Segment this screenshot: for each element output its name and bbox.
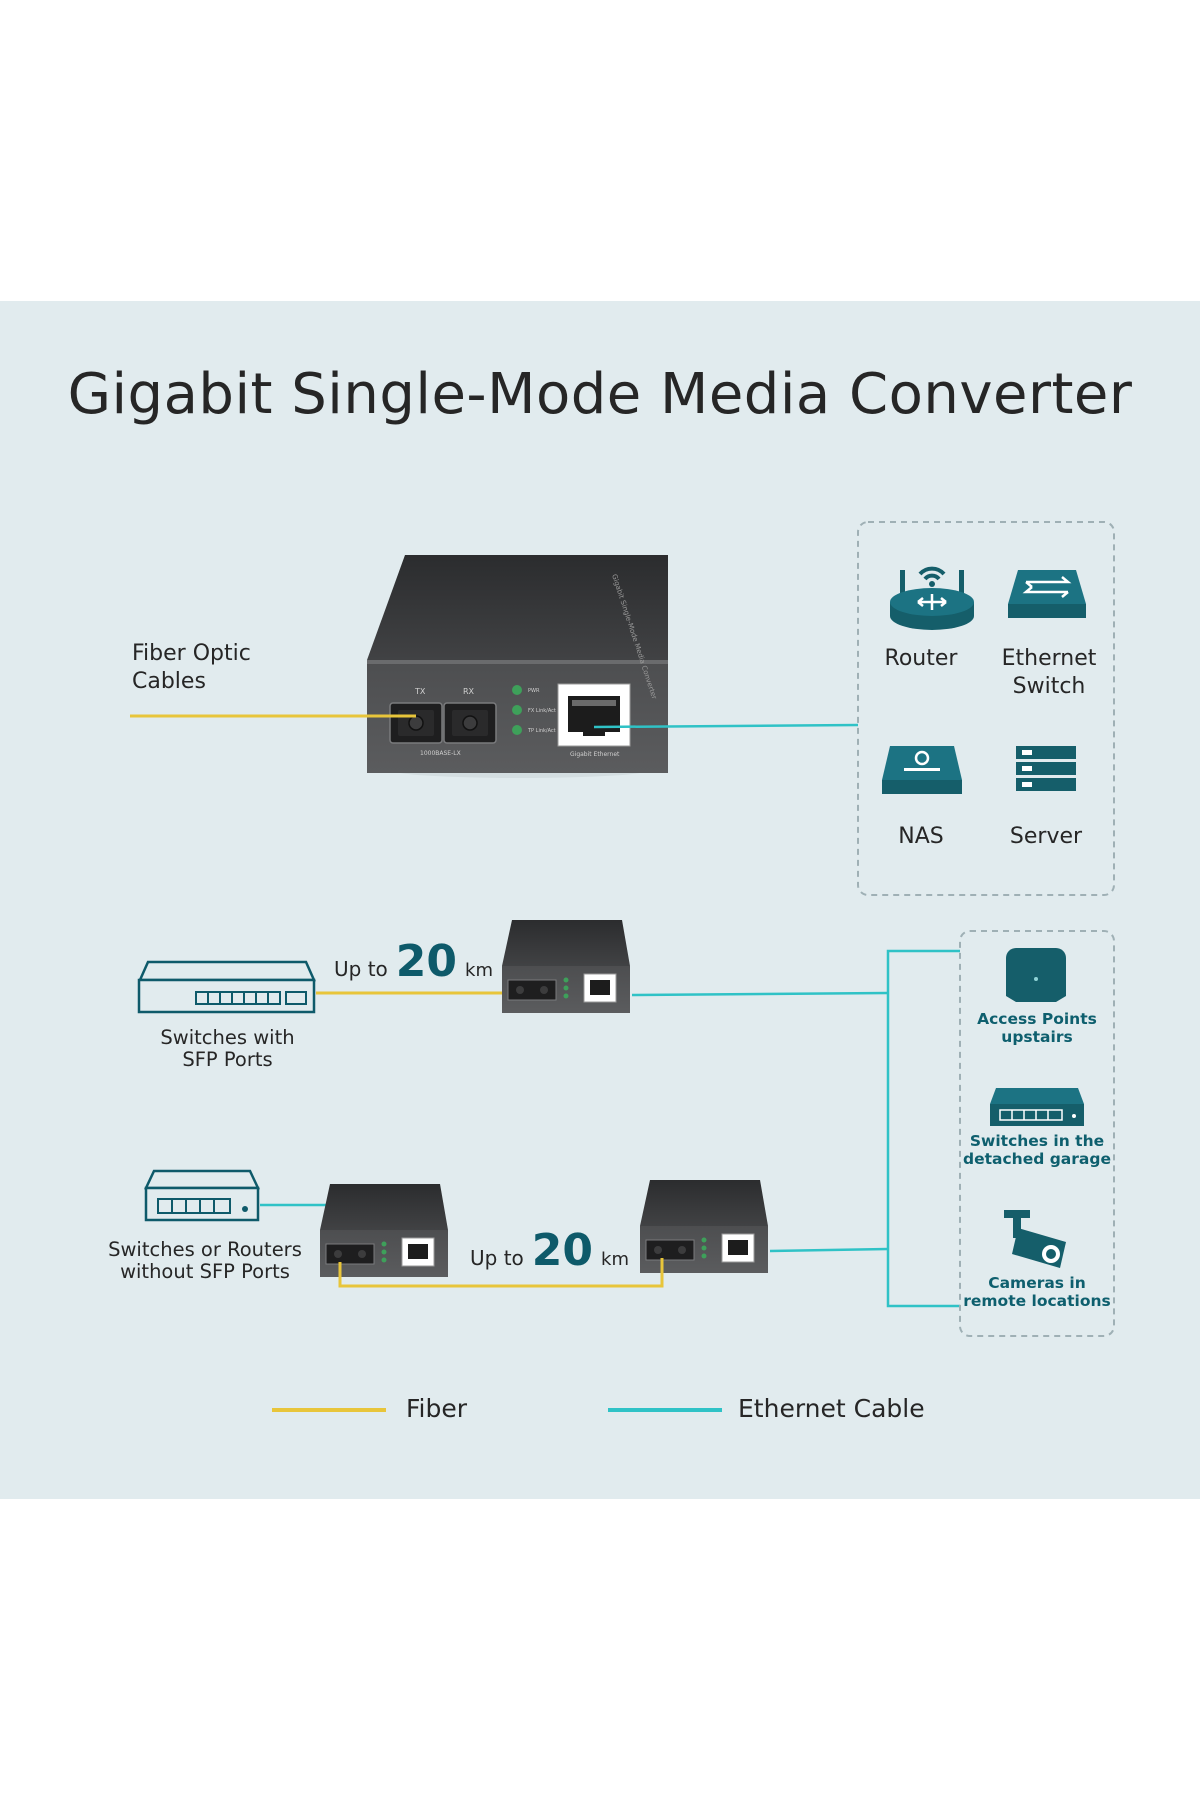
fiber-port-tx xyxy=(389,702,443,744)
page-title: Gigabit Single-Mode Media Converter xyxy=(67,362,1133,427)
distance-value-1: 20 xyxy=(395,936,458,987)
nas-label: NAS xyxy=(898,824,944,849)
router-label-line1: Router xyxy=(884,646,958,671)
fiber-optic-label-line1: Fiber Optic xyxy=(132,641,251,666)
fiber-optic-label-line2: Cables xyxy=(132,669,206,694)
distance-unit-2: km xyxy=(601,1249,629,1270)
ethernet-bracket xyxy=(886,949,960,1308)
garage-switch-label-line2: detached garage xyxy=(963,1150,1111,1168)
fiber-optic-label: Fiber Optic Cables xyxy=(132,640,251,696)
endpoints-box xyxy=(857,521,1115,896)
sfp-switch-icon xyxy=(137,960,316,1014)
non-sfp-switch-label-line2: without SFP Ports xyxy=(120,1260,290,1283)
fiber-cable-scenario-2 xyxy=(338,1258,664,1288)
ethernet-cable-top xyxy=(593,723,859,729)
led-fx-label: FX Link/Act xyxy=(528,708,556,714)
fiber-port-label: 1000BASE-LX xyxy=(420,750,461,757)
distance-prefix-2: Up to xyxy=(470,1246,524,1270)
non-sfp-switch-icon xyxy=(144,1169,260,1222)
camera-label-line1: Cameras in xyxy=(988,1274,1086,1292)
rx-label: RX xyxy=(463,687,475,696)
distance-label-scenario-1: Up to 20 km xyxy=(334,936,493,987)
sfp-switch-label: Switches with SFP Ports xyxy=(140,1027,315,1071)
access-point-icon xyxy=(1006,948,1066,1002)
non-sfp-switch-label: Switches or Routers without SFP Ports xyxy=(96,1239,314,1283)
led-tp-label: TP Link/Act xyxy=(527,728,556,734)
main-converter-device: Gigabit Single-Mode Media Converter TX R… xyxy=(367,555,668,778)
non-sfp-switch-label-line1: Switches or Routers xyxy=(108,1238,302,1261)
garage-switch-label-line1: Switches in the xyxy=(969,1132,1105,1150)
ethernet-switch-label-line2: Switch xyxy=(1012,674,1086,699)
ethernet-cable-scenario-2-remote xyxy=(769,1247,889,1253)
ethernet-switch-label-line1: Ethernet xyxy=(1001,646,1097,671)
converter-scenario-2-remote xyxy=(640,1180,768,1273)
legend-fiber-label: Fiber xyxy=(406,1394,468,1423)
camera-label: Cameras in remote locations xyxy=(960,1274,1114,1310)
distance-label-scenario-2: Up to 20 km xyxy=(470,1225,629,1276)
ethernet-switch-icon xyxy=(1008,570,1086,618)
ethernet-switch-label: Ethernet Switch xyxy=(984,645,1114,701)
distance-unit-1: km xyxy=(465,960,493,981)
led-pwr-label: PWR xyxy=(528,688,540,694)
legend-ethernet-label: Ethernet Cable xyxy=(738,1394,925,1423)
rj45-label: Gigabit Ethernet xyxy=(570,751,620,758)
nas-icon xyxy=(882,746,962,794)
camera-icon xyxy=(1004,1210,1066,1268)
diagram-panel xyxy=(0,301,1200,1499)
distance-value-2: 20 xyxy=(531,1225,594,1276)
access-point-label-line2: upstairs xyxy=(1001,1028,1073,1046)
server-icon xyxy=(1016,746,1076,791)
distance-prefix-1: Up to xyxy=(334,957,388,981)
tx-label: TX xyxy=(414,687,426,696)
converter-scenario-2-local xyxy=(320,1184,448,1277)
sfp-switch-label-line2: SFP Ports xyxy=(182,1048,273,1071)
sfp-switch-label-line1: Switches with xyxy=(160,1026,295,1049)
remote-endpoints-box xyxy=(959,930,1115,1337)
server-label: Server xyxy=(1009,824,1083,849)
rj45-port xyxy=(557,683,631,747)
ethernet-cable-scenario-1 xyxy=(631,991,889,997)
fiber-port-rx xyxy=(443,702,497,744)
garage-switch-label: Switches in the detached garage xyxy=(960,1132,1114,1168)
access-point-label: Access Points upstairs xyxy=(960,1010,1114,1046)
access-point-label-line1: Access Points xyxy=(977,1010,1097,1028)
switch-icon xyxy=(990,1088,1084,1126)
status-leds: PWR FX Link/Act TP Link/Act xyxy=(512,685,556,735)
converter-scenario-1 xyxy=(502,920,630,1013)
router-label: Router xyxy=(866,645,976,673)
camera-label-line2: remote locations xyxy=(963,1292,1111,1310)
router-icon xyxy=(890,566,974,630)
